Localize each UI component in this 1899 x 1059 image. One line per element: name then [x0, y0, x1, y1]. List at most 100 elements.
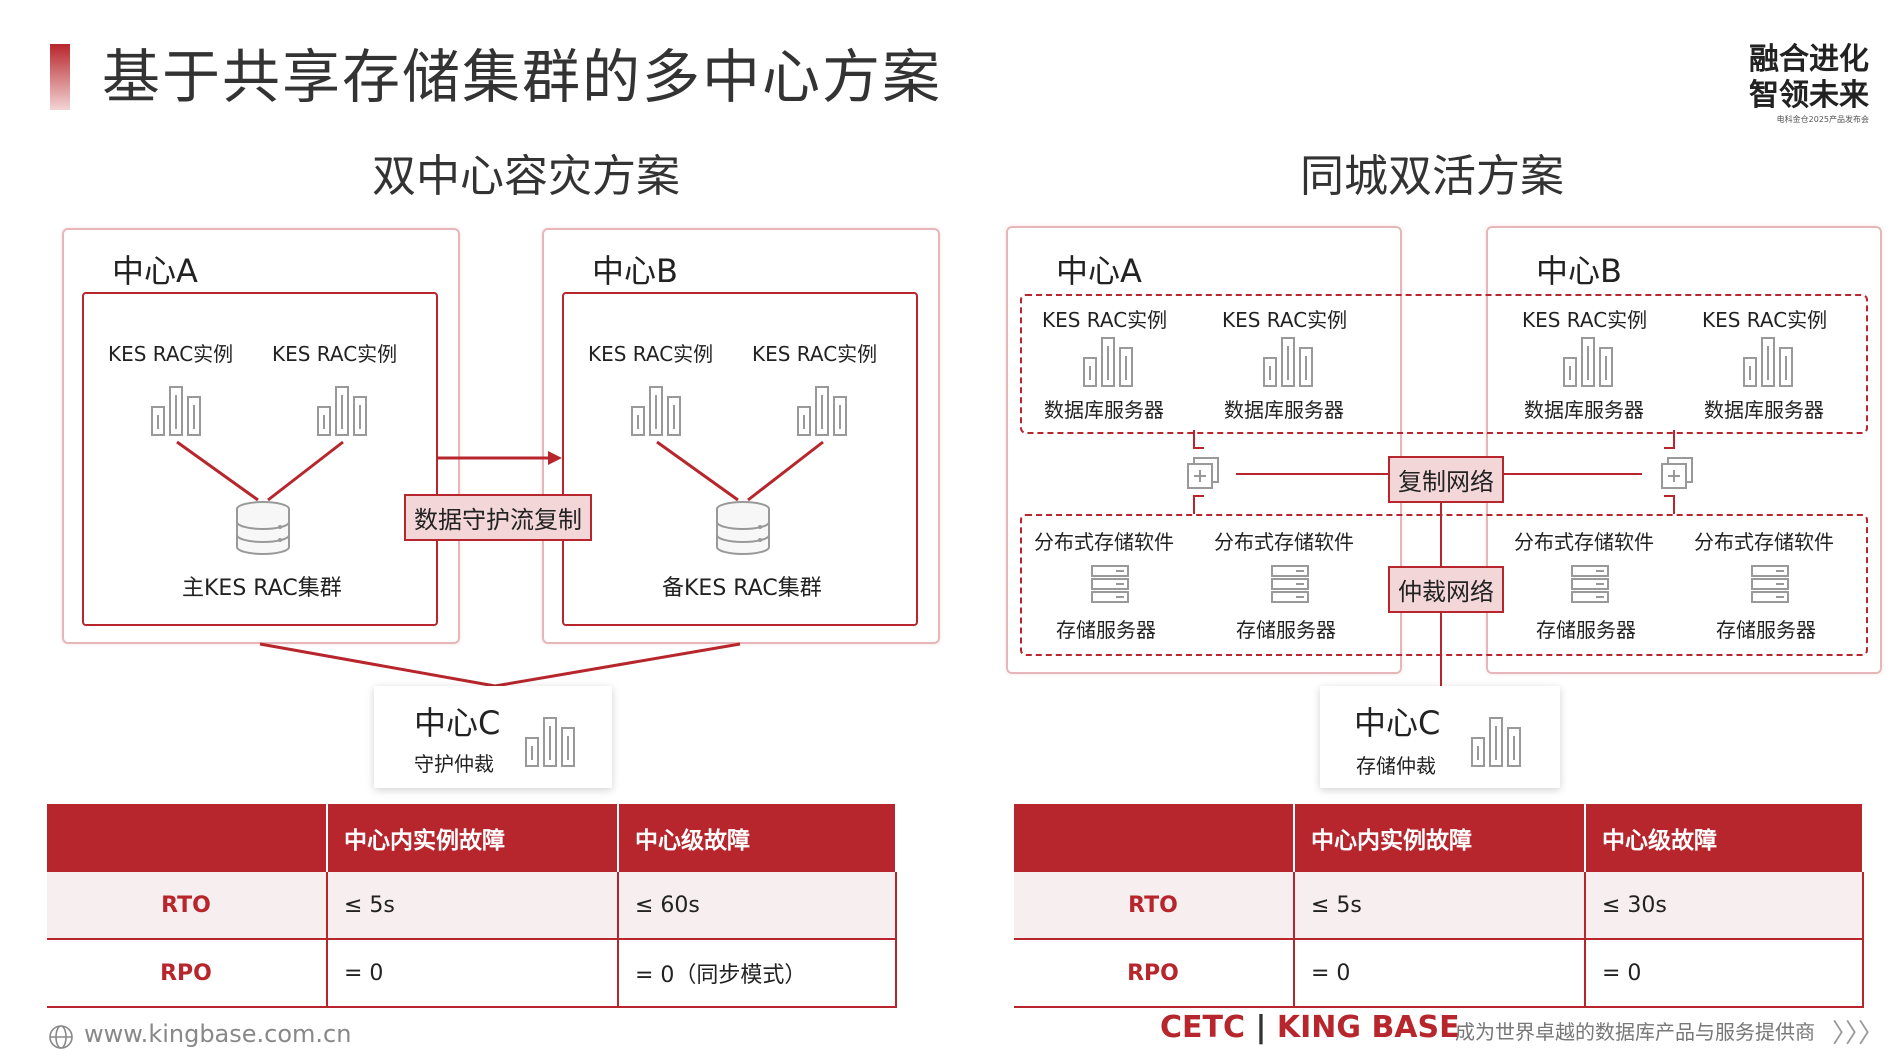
table-header-cell: [1014, 804, 1295, 872]
server-icon: [1262, 336, 1316, 392]
chevron-right-icon: 〉〉〉: [1832, 1019, 1885, 1049]
table-header-cell: 中心内实例故障: [327, 804, 619, 872]
globe-icon: [48, 1024, 74, 1054]
server-icon: [1562, 336, 1616, 392]
brand-kingbase: KING BASE: [1276, 1010, 1460, 1045]
right-b-storage-2-label: 存储服务器: [1716, 618, 1816, 642]
brand-separator: |: [1255, 1010, 1277, 1045]
table-header-cell: [47, 804, 328, 872]
table-cell: ≤ 60s: [618, 872, 897, 940]
right-b-instance-2-label: KES RAC实例: [1702, 308, 1828, 332]
storage-server-icon: [1750, 564, 1790, 608]
footer-url[interactable]: www.kingbase.com.cn: [84, 1020, 352, 1048]
logo-line-2: 智领未来: [1749, 78, 1869, 113]
right-arbitration-network-label: 仲裁网络: [1388, 566, 1504, 613]
right-replication-network-label: 复制网络: [1388, 456, 1504, 503]
right-b-server-2-label: 数据库服务器: [1704, 398, 1824, 422]
server-icon: [1470, 716, 1524, 772]
plus-node-icon: [1660, 456, 1694, 494]
table-row: RTO ≤ 5s ≤ 60s: [47, 872, 897, 940]
server-icon: [524, 716, 578, 772]
logo-line-3: 电科金仓2025产品发布会: [1776, 115, 1869, 124]
right-b-soft-2-label: 分布式存储软件: [1694, 530, 1834, 554]
storage-server-icon: [1270, 564, 1310, 608]
left-metrics-table: 中心内实例故障 中心级故障 RTO ≤ 5s ≤ 60s RPO = 0 = 0…: [47, 804, 897, 1008]
left-center-c-box: [374, 686, 612, 788]
right-b-storage-1-label: 存储服务器: [1536, 618, 1636, 642]
footer-slogan: 成为世界卓越的数据库产品与服务提供商: [1455, 1020, 1815, 1044]
title-accent-bar: [50, 44, 70, 110]
right-center-a-label: 中心A: [1056, 252, 1142, 290]
right-center-b-box: [1486, 226, 1882, 674]
right-section-title: 同城双活方案: [1300, 151, 1564, 202]
right-a-instance-1-label: KES RAC实例: [1042, 308, 1168, 332]
footer-brand-logo: CETC | KING BASE: [1160, 1010, 1460, 1045]
table-cell: ≤ 5s: [1294, 872, 1586, 940]
right-b-soft-1-label: 分布式存储软件: [1514, 530, 1654, 554]
left-b-instance-2-label: KES RAC实例: [752, 342, 878, 366]
right-center-a-box: [1006, 226, 1402, 674]
server-icon: [150, 385, 204, 441]
right-a-soft-2-label: 分布式存储软件: [1214, 530, 1354, 554]
database-icon: [714, 500, 772, 560]
left-center-b-cluster-box: [562, 292, 918, 626]
event-logo: 融合进化 智领未来 电科金仓2025产品发布会: [1719, 42, 1869, 125]
left-center-a-label: 中心A: [112, 252, 198, 290]
table-row: RPO = 0 = 0（同步模式）: [47, 939, 897, 1008]
table-header-row: 中心内实例故障 中心级故障: [47, 804, 897, 872]
table-row-label: RTO: [1014, 872, 1295, 940]
plus-node-icon: [1186, 456, 1220, 494]
left-standby-cluster-label: 备KES RAC集群: [662, 576, 822, 601]
table-row-label: RTO: [47, 872, 328, 940]
table-row: RTO ≤ 5s ≤ 30s: [1014, 872, 1864, 940]
right-b-server-1-label: 数据库服务器: [1524, 398, 1644, 422]
left-a-instance-2-label: KES RAC实例: [272, 342, 398, 366]
page-title: 基于共享存储集群的多中心方案: [102, 43, 943, 111]
table-cell: = 0: [1585, 939, 1864, 1008]
left-section-title: 双中心容灾方案: [372, 151, 680, 202]
right-a-storage-1-label: 存储服务器: [1056, 618, 1156, 642]
right-a-storage-2-label: 存储服务器: [1236, 618, 1336, 642]
right-center-c-label: 中心C: [1354, 704, 1441, 742]
right-a-soft-1-label: 分布式存储软件: [1034, 530, 1174, 554]
table-cell: ≤ 30s: [1585, 872, 1864, 940]
table-header-cell: 中心级故障: [618, 804, 897, 872]
left-center-c-role: 守护仲裁: [414, 752, 494, 776]
table-row-label: RPO: [1014, 939, 1295, 1008]
left-center-c-label: 中心C: [414, 704, 501, 742]
storage-server-icon: [1090, 564, 1130, 608]
left-center-a-cluster-box: [82, 292, 438, 626]
server-icon: [1742, 336, 1796, 392]
table-cell: = 0（同步模式）: [618, 939, 897, 1008]
server-icon: [796, 385, 850, 441]
logo-line-1: 融合进化: [1749, 42, 1869, 77]
right-a-server-1-label: 数据库服务器: [1044, 398, 1164, 422]
server-icon: [316, 385, 370, 441]
left-primary-cluster-label: 主KES RAC集群: [182, 576, 342, 601]
right-metrics-table: 中心内实例故障 中心级故障 RTO ≤ 5s ≤ 30s RPO = 0 = 0: [1014, 804, 1864, 1008]
database-icon: [234, 500, 292, 560]
table-row: RPO = 0 = 0: [1014, 939, 1864, 1008]
storage-server-icon: [1570, 564, 1610, 608]
right-center-c-role: 存储仲裁: [1356, 754, 1436, 778]
right-a-server-2-label: 数据库服务器: [1224, 398, 1344, 422]
right-b-instance-1-label: KES RAC实例: [1522, 308, 1648, 332]
table-header-cell: 中心级故障: [1585, 804, 1864, 872]
left-a-instance-1-label: KES RAC实例: [108, 342, 234, 366]
left-center-b-label: 中心B: [592, 252, 678, 290]
right-storage-row: [1020, 514, 1868, 656]
table-cell: = 0: [327, 939, 619, 1008]
table-row-label: RPO: [47, 939, 328, 1008]
brand-cetc: CETC: [1160, 1010, 1245, 1045]
right-a-instance-2-label: KES RAC实例: [1222, 308, 1348, 332]
left-replication-label: 数据守护流复制: [404, 494, 592, 541]
table-header-cell: 中心内实例故障: [1294, 804, 1586, 872]
server-icon: [1082, 336, 1136, 392]
right-db-server-row: [1020, 294, 1868, 434]
table-cell: ≤ 5s: [327, 872, 619, 940]
server-icon: [630, 385, 684, 441]
table-header-row: 中心内实例故障 中心级故障: [1014, 804, 1864, 872]
left-b-instance-1-label: KES RAC实例: [588, 342, 714, 366]
